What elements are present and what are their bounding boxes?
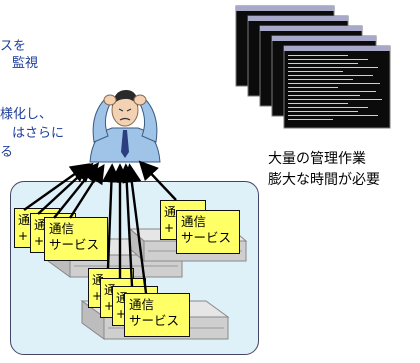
arrow-icon <box>101 163 122 269</box>
terminal-window-stack <box>235 5 391 129</box>
left-text-line1: スを <box>0 39 27 54</box>
card-partial-label: + <box>92 289 103 303</box>
service-card: 通信 サービス <box>44 217 108 261</box>
right-text-line1: 大量の管理作業 <box>268 151 366 167</box>
card-partial-label: + <box>34 234 45 248</box>
card-partial-label: + <box>104 299 115 313</box>
arrow-icon <box>117 163 137 287</box>
terminal-window-icon <box>283 45 391 129</box>
card-label-line1: 通信 <box>49 221 75 236</box>
card-label-line2: サービス <box>129 313 180 328</box>
arrow-icon <box>68 163 105 219</box>
left-text-line2: 監視 <box>12 56 39 71</box>
card-label-line2: サービス <box>49 237 100 252</box>
card-partial-label: + <box>164 221 175 235</box>
worried-man-icon <box>89 90 161 163</box>
service-card: 通信 サービス <box>124 293 190 337</box>
card-partial-label: + <box>18 229 29 243</box>
card-label-line1: 通信 <box>181 214 207 229</box>
card-label-line2: サービス <box>181 230 232 245</box>
left-text-line3: 様化し、 <box>0 107 53 122</box>
arrow-icon <box>122 163 148 294</box>
right-text-line2: 膨大な時間が必要 <box>268 172 380 188</box>
card-partial-label: 通 <box>34 218 47 232</box>
left-text-line4: はさらに <box>12 126 65 141</box>
card-partial-label: + <box>116 307 127 321</box>
arrow-icon <box>138 160 177 201</box>
card-partial-label: 通 <box>164 205 177 219</box>
left-text-line5: る <box>0 145 14 160</box>
card-label-line1: 通信 <box>129 297 155 312</box>
service-card: 通信 サービス <box>176 210 240 254</box>
card-partial-label: 通 <box>18 213 31 227</box>
